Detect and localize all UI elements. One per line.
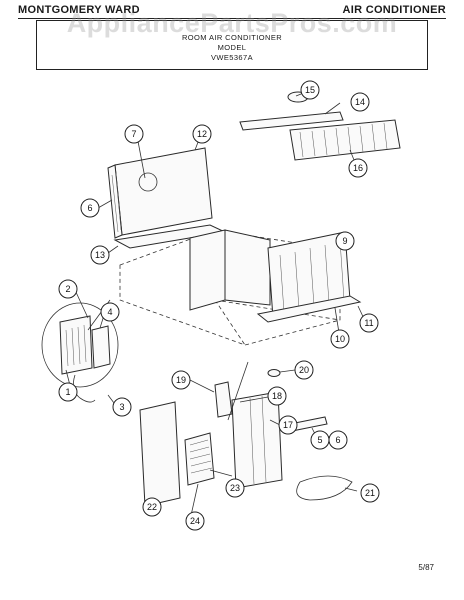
- rear-coil-panel: [256, 231, 362, 323]
- callout-pair-6: 6: [328, 430, 348, 450]
- callout-12-circle: [192, 124, 212, 144]
- callout-16-label: 16: [353, 163, 363, 173]
- callout-10: 10: [330, 329, 350, 349]
- callout-19: 19: [171, 370, 191, 390]
- callout-14-circle: [350, 92, 370, 112]
- callout-4: 4: [100, 302, 120, 322]
- callout-pair-5-label: 5: [317, 435, 322, 445]
- callout-20: 20: [294, 360, 314, 380]
- top-rail: [239, 91, 401, 161]
- callout-24: 24: [185, 511, 205, 531]
- title-line-model-label: MODEL: [217, 43, 247, 52]
- callout-17-circle: [278, 415, 298, 435]
- callout-13-label: 13: [95, 250, 105, 260]
- callout-7: 7: [124, 124, 144, 144]
- callout-21-circle: [360, 483, 380, 503]
- callout-19-circle: [171, 370, 191, 390]
- callout-3-label: 3: [119, 402, 124, 412]
- callout-15-circle: [300, 80, 320, 100]
- product-label: AIR CONDITIONER: [342, 4, 446, 16]
- callout-2-label: 2: [65, 284, 70, 294]
- brand-label: MONTGOMERY WARD: [18, 4, 140, 16]
- control-box-detail: [41, 299, 119, 403]
- header-rule: [18, 18, 446, 19]
- callout-20-label: 20: [299, 365, 309, 375]
- title-line-model-number: VWE5367A: [211, 53, 253, 62]
- callout-6-left-label: 6: [87, 203, 92, 213]
- callout-9: 9: [335, 231, 355, 251]
- callout-7-circle: [124, 124, 144, 144]
- callout-16-circle: [348, 158, 368, 178]
- title-line-product: ROOM AIR CONDITIONER: [181, 33, 283, 42]
- callout-21-label: 21: [365, 488, 375, 498]
- callout-pair-5: 5: [310, 430, 330, 450]
- callout-9-circle: [335, 231, 355, 251]
- callout-2-circle: [58, 279, 78, 299]
- callout-22: 22: [142, 497, 162, 517]
- callout-6-left-circle: [80, 198, 100, 218]
- callout-15: 15: [300, 80, 320, 100]
- callout-1-circle: [58, 382, 78, 402]
- callout-3-circle: [112, 397, 132, 417]
- lower-assembly: [139, 361, 353, 507]
- callout-23: 23: [225, 478, 245, 498]
- callout-pair-6-label: 6: [335, 435, 340, 445]
- callout-24-circle: [185, 511, 205, 531]
- callout-7-label: 7: [131, 129, 136, 139]
- callout-11-circle: [359, 313, 379, 333]
- callout-9-label: 9: [342, 236, 347, 246]
- title-block: ROOM AIR CONDITIONER MODEL VWE5367A: [36, 20, 428, 70]
- callout-15-label: 15: [305, 85, 315, 95]
- front-grille-panel: [107, 147, 213, 239]
- callout-20-circle: [294, 360, 314, 380]
- callout-12: 12: [192, 124, 212, 144]
- date-code: 5/87: [418, 563, 434, 572]
- callout-10-circle: [330, 329, 350, 349]
- callout-17: 17: [278, 415, 298, 435]
- center-bracket: [189, 229, 271, 311]
- callout-1-label: 1: [65, 387, 70, 397]
- callout-12-label: 12: [197, 129, 207, 139]
- callout-17-label: 17: [283, 420, 293, 430]
- callout-3: 3: [112, 397, 132, 417]
- callout-13-circle: [90, 245, 110, 265]
- callout-6-left: 6: [80, 198, 100, 218]
- callout-2: 2: [58, 279, 78, 299]
- callout-19-label: 19: [176, 375, 186, 385]
- callout-1: 1: [58, 382, 78, 402]
- callout-4-circle: [100, 302, 120, 322]
- callout-4-label: 4: [107, 307, 112, 317]
- callout-13: 13: [90, 245, 110, 265]
- callout-11: 11: [359, 313, 379, 333]
- callout-23-circle: [225, 478, 245, 498]
- callout-21: 21: [360, 483, 380, 503]
- callout-10-label: 10: [335, 334, 345, 344]
- callout-14-label: 14: [355, 97, 365, 107]
- callout-18-circle: [267, 386, 287, 406]
- callout-11-label: 11: [364, 318, 373, 328]
- callout-22-circle: [142, 497, 162, 517]
- callout-16: 16: [348, 158, 368, 178]
- callout-23-label: 23: [230, 483, 240, 493]
- callout-18-label: 18: [272, 391, 282, 401]
- callout-14: 14: [350, 92, 370, 112]
- callout-pair-6-circle: [328, 430, 348, 450]
- callout-22-label: 22: [147, 502, 157, 512]
- callout-18: 18: [267, 386, 287, 406]
- callout-24-label: 24: [190, 516, 200, 526]
